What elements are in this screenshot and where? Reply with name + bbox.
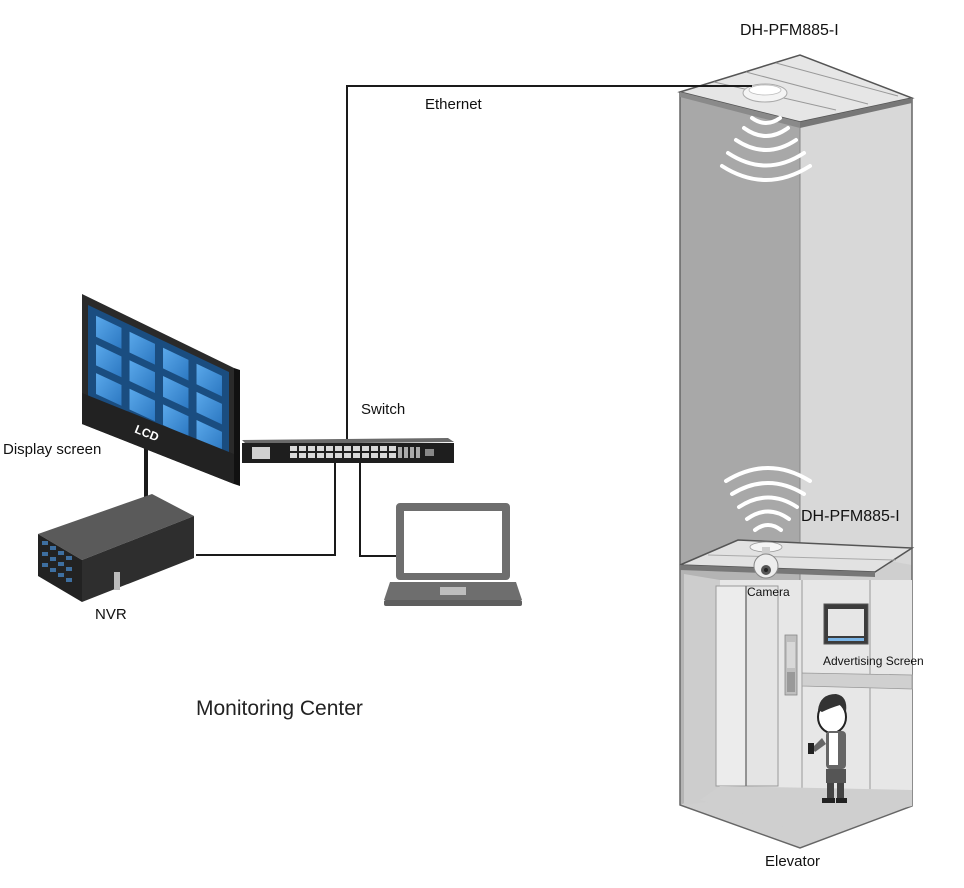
switch-port <box>290 446 297 451</box>
switch-port <box>344 453 351 458</box>
switch-port <box>317 446 324 451</box>
network-cables <box>196 86 752 556</box>
switch-port <box>317 453 324 458</box>
display-screen-label: Display screen <box>3 441 101 458</box>
switch-port <box>335 446 342 451</box>
switch-sfp-port <box>404 447 408 458</box>
switch-port <box>326 453 333 458</box>
switch-sfp-port <box>416 447 420 458</box>
nvr-recorder-icon <box>38 494 194 602</box>
advertising-screen-icon <box>824 604 868 644</box>
switch-port <box>380 453 387 458</box>
network-switch-icon <box>242 438 454 463</box>
switch-port <box>371 453 378 458</box>
switch-port <box>380 446 387 451</box>
advertising-screen-label: Advertising Screen <box>823 654 924 668</box>
switch-port <box>299 446 306 451</box>
ethernet-label: Ethernet <box>425 96 482 113</box>
monitoring-center-label: Monitoring Center <box>196 697 363 721</box>
ap-car-label: DH-PFM885-I <box>801 508 900 526</box>
switch-port <box>362 453 369 458</box>
switch-port <box>308 446 315 451</box>
switch-port <box>299 453 306 458</box>
switch-port <box>353 453 360 458</box>
switch-port <box>389 453 396 458</box>
switch-port <box>371 446 378 451</box>
switch-port <box>308 453 315 458</box>
switch-port <box>326 446 333 451</box>
switch-port <box>353 446 360 451</box>
switch-sfp-port <box>410 447 414 458</box>
switch-port <box>335 453 342 458</box>
switch-port <box>290 453 297 458</box>
video-wall-icon <box>82 294 240 486</box>
ap-top-label: DH-PFM885-I <box>740 22 839 40</box>
laptop-icon <box>384 503 522 606</box>
switch-sfp-port <box>398 447 402 458</box>
switch-label: Switch <box>361 401 405 418</box>
switch-port <box>344 446 351 451</box>
laptop-cable <box>360 462 396 556</box>
switch-port <box>362 446 369 451</box>
switch-port <box>389 446 396 451</box>
nvr-label: NVR <box>95 606 127 623</box>
elevator-label: Elevator <box>765 853 820 870</box>
camera-label: Camera <box>747 585 790 599</box>
elevator-car <box>680 540 912 832</box>
